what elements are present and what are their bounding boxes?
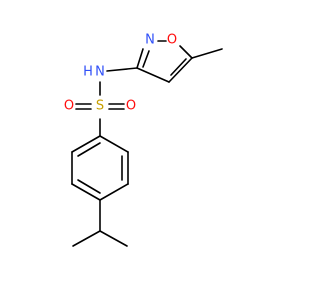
isoxazole-nitrogen-label: N bbox=[145, 33, 155, 48]
bond-CH-methyl-right bbox=[99, 230, 128, 247]
isoxazole-oxygen-label: O bbox=[167, 33, 177, 48]
bond-N2-C3 bbox=[136, 48, 144, 69]
sulfur-label: S bbox=[96, 99, 104, 114]
bond-C3-NH bbox=[106, 67, 138, 72]
bond-ring-6-inner bbox=[77, 142, 101, 157]
bond-C4-C5 bbox=[168, 57, 193, 83]
amide-hydrogen-label: H bbox=[83, 65, 93, 80]
bond-C3-C4 bbox=[136, 67, 170, 83]
isopropyl-group bbox=[72, 199, 128, 247]
bond-CH-methyl-left bbox=[72, 230, 101, 247]
atom-labels: O N N H S O O bbox=[64, 33, 177, 114]
structure-drawing: O N N H S O O bbox=[64, 33, 223, 247]
amide-nitrogen-label: N bbox=[95, 65, 105, 80]
bond-ring-1 bbox=[99, 135, 129, 153]
bond-ring-4 bbox=[71, 183, 101, 201]
bond-ring-4-inner bbox=[77, 179, 101, 194]
bond-ring-6 bbox=[71, 135, 101, 153]
bond-C5-methyl bbox=[191, 48, 223, 59]
bond-N2-C3-double bbox=[142, 50, 150, 68]
bond-ring-3 bbox=[99, 183, 129, 201]
sulfonyl-oxygen-left-label: O bbox=[64, 99, 74, 114]
bond-C4-C5-double bbox=[170, 58, 187, 76]
isoxazole-ring bbox=[136, 40, 223, 83]
sulfonamide-linker bbox=[75, 67, 138, 137]
bond-C5-O1 bbox=[179, 45, 193, 59]
sulfonyl-oxygen-right-label: O bbox=[126, 99, 136, 114]
benzene-ring bbox=[71, 135, 129, 201]
molecule-canvas: O N N H S O O bbox=[64, 33, 223, 247]
